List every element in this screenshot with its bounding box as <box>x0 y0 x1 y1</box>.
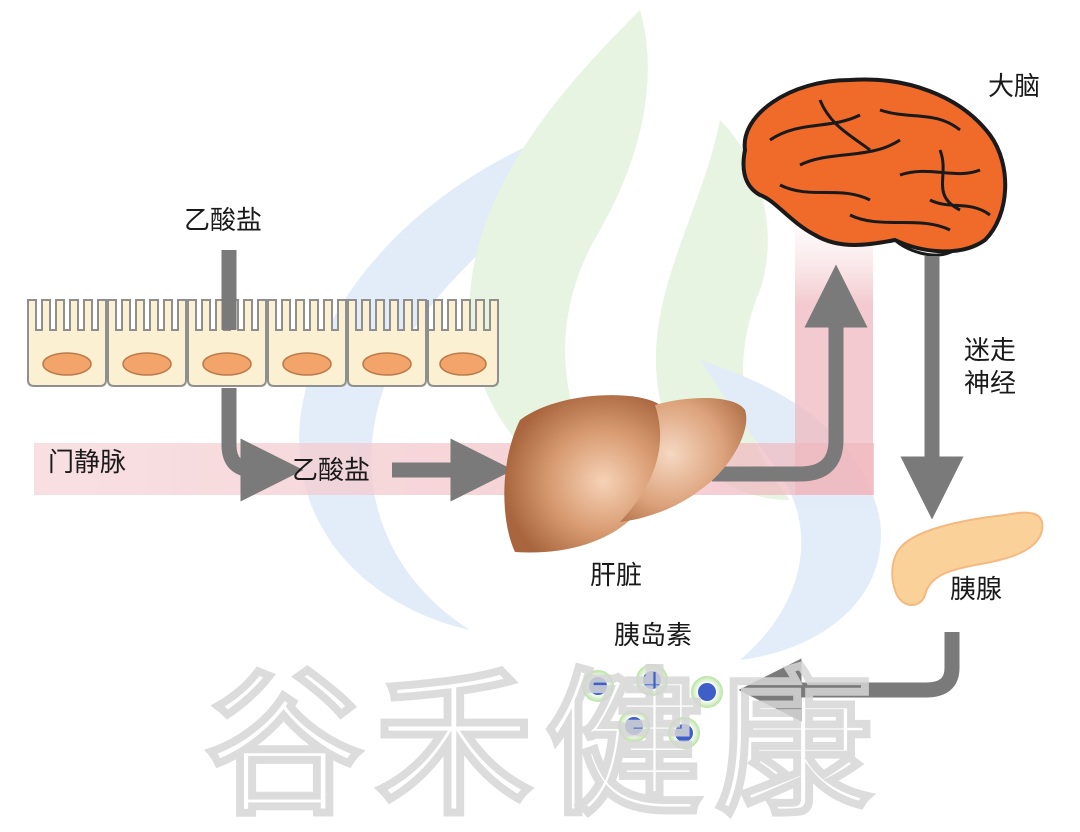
insulin-dot <box>636 664 668 696</box>
insulin-molecules <box>582 664 723 749</box>
epithelial-cell <box>187 299 267 387</box>
label-acetate-top: 乙酸盐 <box>184 206 263 236</box>
intestinal-cells <box>27 299 499 387</box>
watermark-text: 谷禾健康 <box>205 654 885 832</box>
liver <box>504 395 747 553</box>
label-vagus-nerve: 迷走神经 <box>963 336 1016 399</box>
insulin-dot <box>618 710 650 742</box>
epithelial-cell <box>347 299 427 387</box>
label-acetate-mid: 乙酸盐 <box>292 456 371 486</box>
arrow-liver-to-brain <box>712 264 868 482</box>
insulin-dot <box>668 717 700 749</box>
label-pancreas: 胰腺 <box>950 575 1003 605</box>
arrow-pancreas-to-insulin <box>738 632 960 722</box>
brain <box>741 77 1008 257</box>
epithelial-cell <box>267 299 347 387</box>
arrow-cell-to-portal <box>221 388 304 502</box>
epithelial-cell <box>107 299 187 387</box>
label-portal-vein: 门静脉 <box>48 448 127 478</box>
insulin-dot <box>582 670 614 702</box>
label-insulin: 胰岛素 <box>614 621 693 651</box>
insulin-dot <box>691 676 723 708</box>
label-liver: 肝脏 <box>590 561 643 591</box>
epithelial-cell <box>427 299 499 387</box>
label-brain: 大脑 <box>988 72 1041 102</box>
pancreas <box>891 511 1044 606</box>
epithelial-cell <box>27 299 107 387</box>
